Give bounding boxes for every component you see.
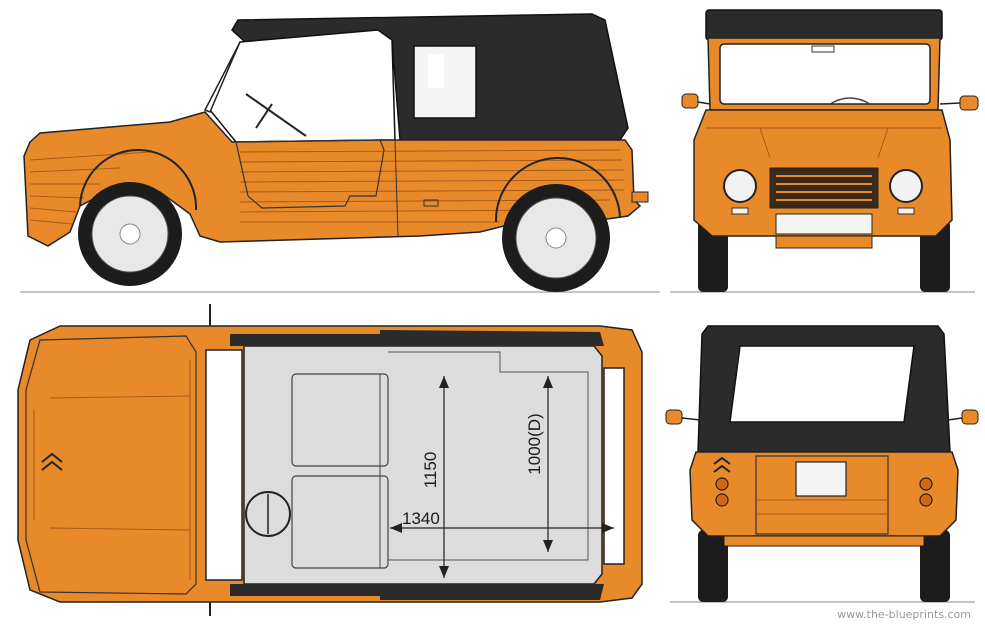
top-windshield bbox=[205, 349, 243, 581]
front-view bbox=[681, 9, 979, 292]
rear-wheel-left bbox=[698, 530, 728, 602]
rear-lamp-left-bottom bbox=[715, 493, 729, 507]
side-door-handle bbox=[423, 199, 439, 207]
rear-bumper bbox=[723, 535, 925, 547]
front-license-plate bbox=[775, 213, 873, 235]
front-headlight-left bbox=[723, 169, 757, 203]
front-bumper bbox=[775, 235, 873, 249]
rear-lamp-right-top bbox=[919, 477, 933, 491]
top-view: 1150 1000(D) 1340 bbox=[17, 304, 643, 616]
front-wheel-left bbox=[698, 220, 728, 292]
rear-view bbox=[665, 325, 979, 602]
side-rear-bumper bbox=[631, 191, 649, 203]
rear-mirror-left bbox=[665, 409, 683, 425]
dim-label-1150: 1150 bbox=[421, 452, 440, 489]
watermark-text: www.the-blueprints.com bbox=[837, 608, 971, 621]
rear-window bbox=[729, 345, 915, 423]
dim-label-1340: 1340 bbox=[402, 509, 440, 528]
rear-lamp-left-top bbox=[715, 477, 729, 491]
front-mirror-right bbox=[959, 95, 979, 111]
top-seat-driver bbox=[291, 475, 389, 569]
front-wheel-right bbox=[920, 220, 950, 292]
top-rear-window bbox=[603, 367, 625, 565]
rear-mirror-right bbox=[961, 409, 979, 425]
rear-chevrons-logo bbox=[713, 456, 731, 473]
rear-license-plate bbox=[795, 461, 847, 497]
top-bonnet bbox=[25, 335, 197, 595]
front-headlight-right bbox=[889, 169, 923, 203]
front-grille bbox=[769, 167, 879, 209]
rear-wheel-right bbox=[920, 530, 950, 602]
front-mirror-left bbox=[681, 93, 699, 109]
top-rear-cargo bbox=[388, 351, 589, 561]
side-rear-window bbox=[413, 45, 477, 119]
side-view bbox=[23, 13, 649, 292]
dim-label-1000: 1000(D) bbox=[525, 413, 544, 474]
rear-lamp-right-bottom bbox=[919, 493, 933, 507]
top-chevrons-logo bbox=[41, 452, 63, 471]
top-seat-passenger bbox=[291, 373, 389, 467]
side-door bbox=[235, 139, 385, 209]
top-steering-wheel bbox=[245, 491, 291, 537]
front-roof bbox=[705, 9, 943, 41]
